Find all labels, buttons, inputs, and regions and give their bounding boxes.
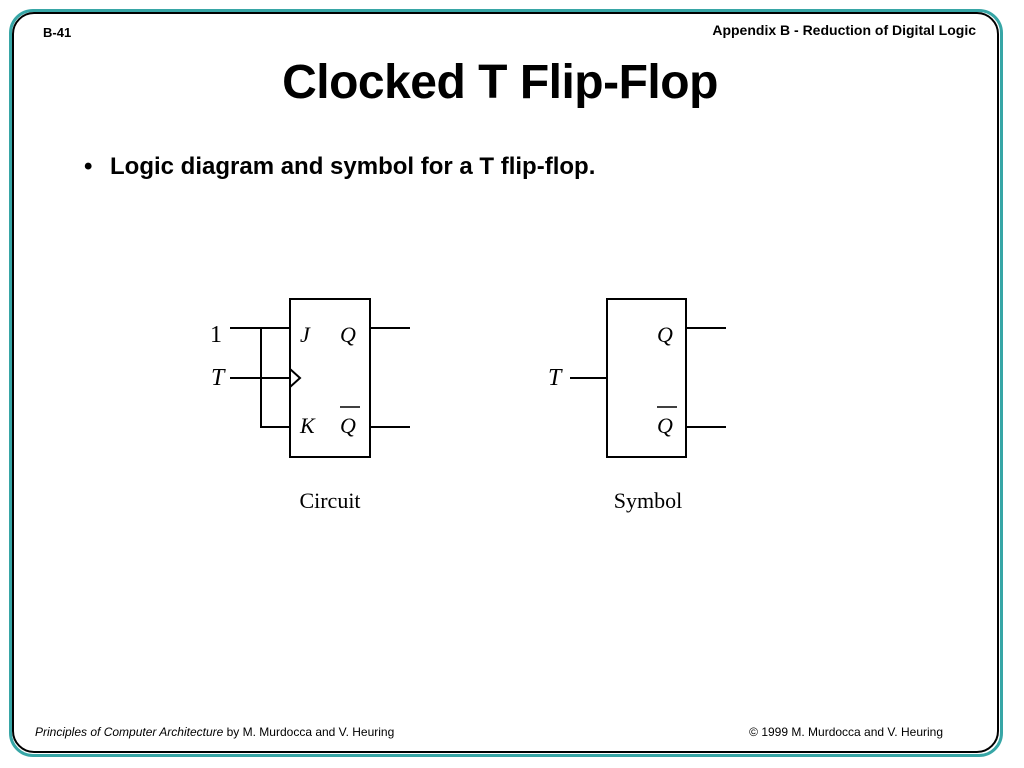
footer-book-title: Principles of Computer Architecture xyxy=(35,725,224,739)
clock-triangle-icon xyxy=(289,368,302,388)
footer-citation: Principles of Computer Architecture by M… xyxy=(35,725,394,739)
slide-number: B-41 xyxy=(43,25,72,40)
footer-copyright: © 1999 M. Murdocca and V. Heuring xyxy=(749,725,943,739)
qbar-label: Q xyxy=(340,413,356,438)
circuit-caption: Circuit xyxy=(299,488,360,513)
appendix-header: Appendix B - Reduction of Digital Logic xyxy=(712,22,976,38)
symbol-diagram: T Q Q Symbol xyxy=(548,298,726,513)
input-t-label: T xyxy=(211,365,226,391)
bullet-text: Logic diagram and symbol for a T flip-fl… xyxy=(110,153,596,180)
circuit-diagram: 1 T J K Q Q Circuit xyxy=(210,298,410,513)
input-one-label: 1 xyxy=(210,322,222,348)
symbol-box xyxy=(606,298,687,458)
q-label: Q xyxy=(340,322,356,347)
symbol-qbar-label: Q xyxy=(657,413,673,438)
k-label: K xyxy=(299,413,316,438)
page-title: Clocked T Flip-Flop xyxy=(282,56,718,109)
bullet-icon: • xyxy=(84,153,93,180)
symbol-t-label: T xyxy=(548,365,563,391)
bullet-item: • Logic diagram and symbol for a T flip-f… xyxy=(84,153,595,181)
footer-authors: by M. Murdocca and V. Heuring xyxy=(223,725,395,739)
j-label: J xyxy=(300,322,311,347)
symbol-q-label: Q xyxy=(657,322,673,347)
slide-frame xyxy=(12,12,999,753)
symbol-caption: Symbol xyxy=(614,488,682,513)
